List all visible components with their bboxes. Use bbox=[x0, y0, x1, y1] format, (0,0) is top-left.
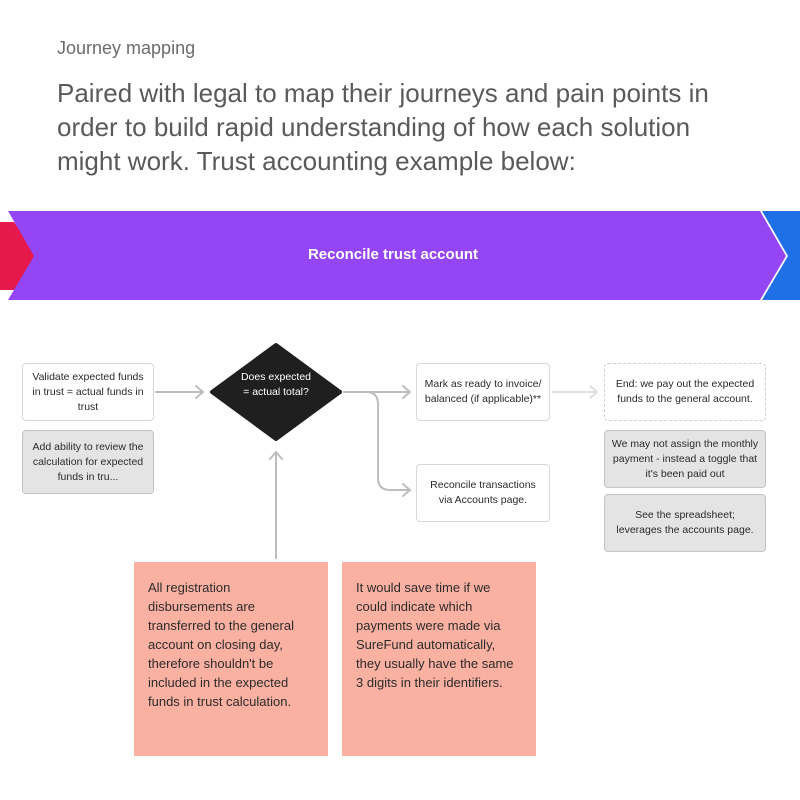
current-stage-chevron bbox=[8, 211, 786, 300]
next-stage-chevron bbox=[762, 211, 800, 300]
end-note-monthly-payment: We may not assign the monthly payment - … bbox=[604, 430, 766, 488]
mark-ready-step: Mark as ready to invoice/ balanced (if a… bbox=[416, 363, 550, 421]
end-note-spreadsheet: See the spreadsheet; leverages the accou… bbox=[604, 494, 766, 552]
validate-funds-step: Validate expected funds in trust = actua… bbox=[22, 363, 154, 421]
end-step: End: we pay out the expected funds to th… bbox=[604, 363, 766, 421]
intro-paragraph: Paired with legal to map their journeys … bbox=[57, 78, 709, 176]
pain-point-sticky-registration: All registration disbursements are trans… bbox=[134, 562, 328, 756]
decision-label: Does expected = actual total? bbox=[240, 371, 312, 398]
pain-point-sticky-surefund: It would save time if we could indicate … bbox=[342, 562, 536, 756]
previous-stage-chevron bbox=[0, 222, 38, 290]
section-eyebrow: Journey mapping bbox=[57, 38, 196, 58]
reconcile-transactions-step: Reconcile transactions via Accounts page… bbox=[416, 464, 550, 522]
stage-title: Reconcile trust account bbox=[307, 246, 479, 263]
validate-funds-note: Add ability to review the calculation fo… bbox=[22, 430, 154, 494]
decision-diamond-icon bbox=[210, 343, 342, 441]
